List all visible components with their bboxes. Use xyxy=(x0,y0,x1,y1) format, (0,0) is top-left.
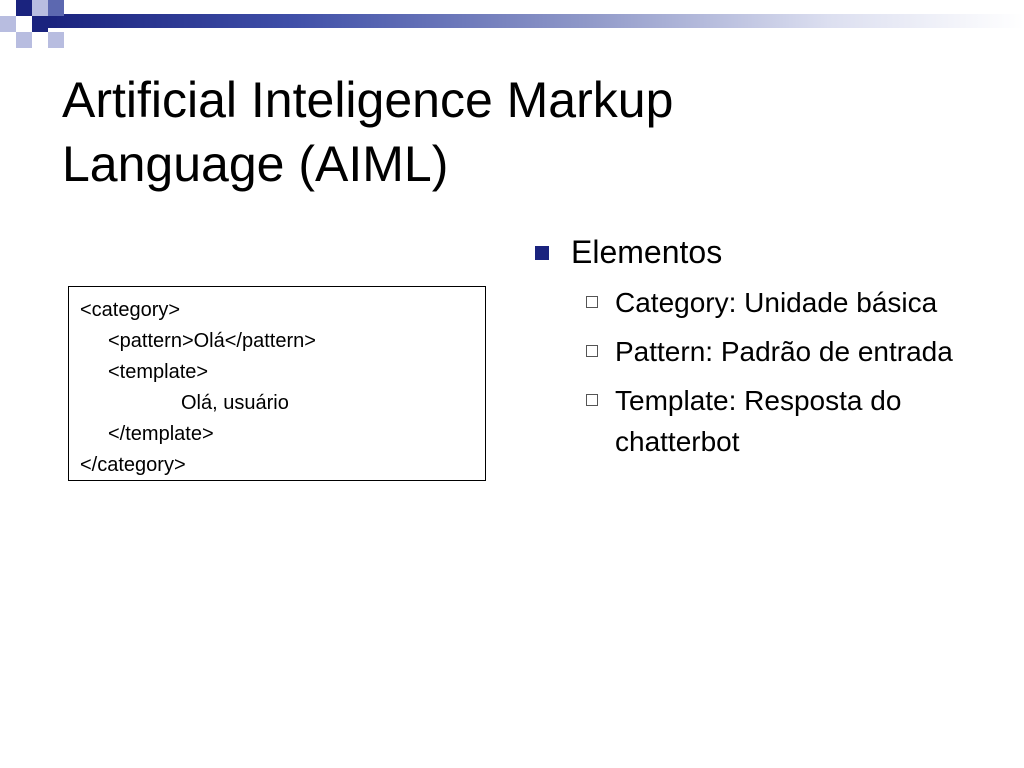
decor-square xyxy=(48,0,64,16)
sub-bullet-label: Category: Unidade básica xyxy=(615,287,938,318)
hollow-square-bullet-icon xyxy=(586,394,598,406)
slide-title: Artificial Inteligence Markup Language (… xyxy=(62,68,962,196)
decor-square xyxy=(32,0,48,16)
sub-bullet-template: Template: Resposta do chatterbot xyxy=(535,380,1005,462)
decor-square xyxy=(16,32,32,48)
header-gradient-bar xyxy=(48,14,1024,28)
hollow-square-bullet-icon xyxy=(586,345,598,357)
decor-square xyxy=(48,32,64,48)
decor-square xyxy=(16,0,32,16)
header-decoration xyxy=(0,0,1024,48)
code-line-template-text: Olá, usuário xyxy=(181,392,289,414)
sub-bullet-list: Category: Unidade básica Pattern: Padrão… xyxy=(535,282,1005,462)
decor-square xyxy=(0,16,16,32)
aiml-code-box: <category> <pattern>Olá</pattern> <templ… xyxy=(68,286,486,481)
code-line-category-open: <category> xyxy=(80,299,181,321)
slide-title-line-1: Artificial Inteligence Markup xyxy=(62,72,674,128)
square-bullet-icon xyxy=(535,246,549,260)
sub-bullet-category: Category: Unidade básica xyxy=(535,282,1005,323)
code-line-category-close: </category> xyxy=(80,454,186,476)
slide-title-line-2: Language (AIML) xyxy=(62,136,449,192)
code-line-template-close: </template> xyxy=(108,423,214,445)
sub-bullet-label: Pattern: Padrão de entrada xyxy=(615,336,953,367)
bullet-heading: Elementos xyxy=(535,230,1005,274)
decor-square xyxy=(32,16,48,32)
code-line-template-open: <template> xyxy=(108,361,209,383)
bullet-heading-label: Elementos xyxy=(571,234,723,270)
sub-bullet-label: Template: Resposta do chatterbot xyxy=(615,385,902,457)
sub-bullet-pattern: Pattern: Padrão de entrada xyxy=(535,331,1005,372)
elements-bullet-list: Elementos Category: Unidade básica Patte… xyxy=(535,230,1005,470)
hollow-square-bullet-icon xyxy=(586,296,598,308)
code-line-pattern: <pattern>Olá</pattern> xyxy=(108,330,316,352)
